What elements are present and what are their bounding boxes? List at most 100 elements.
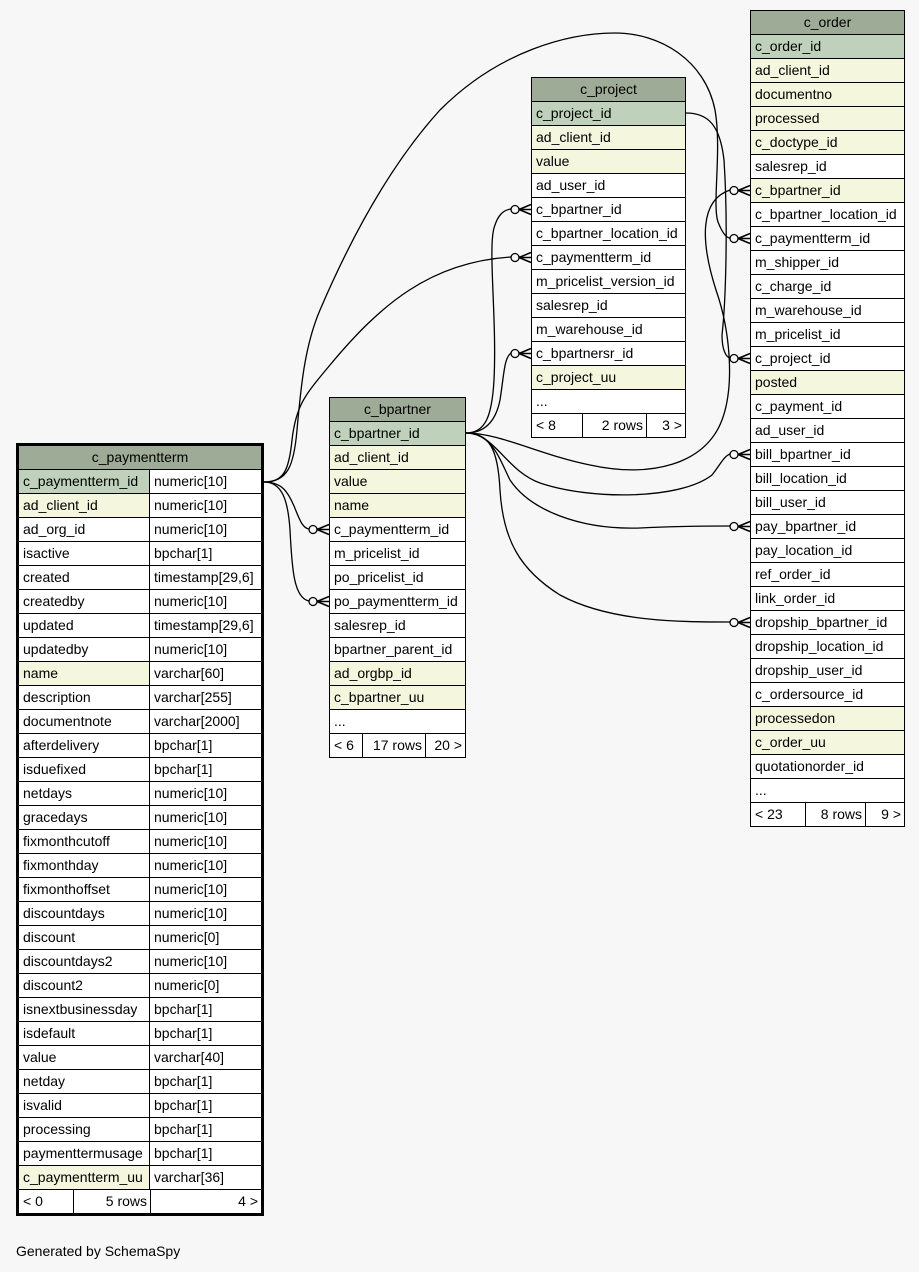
relationship-edge [263, 481, 330, 608]
column-name: ad_org_id [19, 518, 150, 541]
column-name: name [330, 494, 465, 517]
relationship-edge [465, 432, 751, 496]
column-name: po_pricelist_id [330, 566, 465, 589]
column-name: processedon [751, 707, 904, 730]
crows-foot-icon [737, 448, 751, 461]
optional-circle-icon [729, 353, 739, 364]
column-type: numeric[10] [154, 857, 228, 873]
column-name: gracedays [19, 806, 150, 829]
column-name: updatedby [19, 638, 150, 661]
column-name: c_ordersource_id [751, 683, 904, 706]
column-name: c_paymentterm_id [532, 246, 685, 269]
optional-circle-icon [729, 521, 739, 532]
column-name: c_bpartner_location_id [751, 203, 904, 226]
crows-foot-prong [737, 352, 751, 360]
column-type: numeric[10] [154, 905, 228, 921]
row-count: 8 rows [806, 803, 866, 826]
column-row: ref_order_id [751, 562, 904, 586]
crows-foot-prong [737, 357, 751, 365]
column-name: isnextbusinessday [19, 998, 150, 1021]
relationship-edge [263, 32, 751, 483]
column-type: numeric[10] [154, 521, 228, 537]
column-row: ... [532, 389, 685, 413]
column-row: bill_bpartner_id [751, 442, 904, 466]
column-type: bpchar[1] [154, 761, 213, 777]
column-name: discountdays [19, 902, 150, 925]
column-type: numeric[10] [154, 881, 228, 897]
crows-foot-icon [316, 523, 330, 536]
column-name: c_charge_id [751, 275, 904, 298]
table-title[interactable]: c_paymentterm [19, 446, 261, 469]
column-type: timestamp[29,6] [154, 569, 254, 585]
crows-foot-icon [518, 203, 532, 216]
column-row: c_bpartnersr_id [532, 341, 685, 365]
column-row: pay_bpartner_id [751, 514, 904, 538]
column-row: c_ordersource_id [751, 682, 904, 706]
crows-foot-icon [737, 232, 751, 245]
column-name: link_order_id [751, 587, 904, 610]
relationship-line [465, 352, 512, 434]
column-row: m_warehouse_id [532, 317, 685, 341]
crows-foot-prong [737, 453, 751, 461]
column-name: c_order_uu [751, 731, 904, 754]
column-name: name [19, 662, 150, 685]
relationship-edge [263, 251, 532, 483]
column-row: name [330, 493, 465, 517]
column-type: varchar[40] [154, 1049, 225, 1065]
crows-foot-icon [737, 352, 751, 365]
column-name: c_bpartnersr_id [532, 342, 685, 365]
crows-foot-prong [518, 352, 532, 360]
column-name: c_paymentterm_id [751, 227, 904, 250]
optional-circle-icon [729, 185, 739, 196]
column-row: ad_client_id [330, 445, 465, 469]
table-title[interactable]: c_project [532, 78, 685, 101]
crows-foot-prong [737, 525, 751, 533]
column-type: timestamp[29,6] [154, 617, 254, 633]
table-title[interactable]: c_bpartner [330, 398, 465, 421]
column-type: bpchar[1] [154, 1097, 213, 1113]
column-name: discount [19, 926, 150, 949]
column-name: processed [751, 107, 904, 130]
column-type: numeric[10] [154, 785, 228, 801]
column-name: c_paymentterm_id [19, 470, 150, 493]
table-title[interactable]: c_order [751, 11, 904, 34]
column-name: c_bpartner_uu [330, 686, 465, 709]
column-name: salesrep_id [330, 614, 465, 637]
column-row: value [532, 149, 685, 173]
column-row: value [330, 469, 465, 493]
column-name: ad_user_id [751, 419, 904, 442]
column-name: afterdelivery [19, 734, 150, 757]
column-row: ... [330, 709, 465, 733]
column-name: m_warehouse_id [532, 318, 685, 341]
crows-foot-prong [737, 621, 751, 629]
column-name: c_paymentterm_id [330, 518, 465, 541]
column-row: salesrep_id [532, 293, 685, 317]
column-type: numeric[10] [154, 809, 228, 825]
crows-foot-prong [737, 616, 751, 624]
column-name: documentnote [19, 710, 150, 733]
column-type: bpchar[1] [154, 1121, 213, 1137]
crows-foot-icon [737, 520, 751, 533]
crows-foot-prong [316, 595, 330, 603]
column-name: discountdays2 [19, 950, 150, 973]
column-name: description [19, 686, 150, 709]
column-name: updated [19, 614, 150, 637]
child-count: 9 > [881, 806, 901, 822]
column-name: m_pricelist_id [751, 323, 904, 346]
column-row: bill_user_id [751, 490, 904, 514]
